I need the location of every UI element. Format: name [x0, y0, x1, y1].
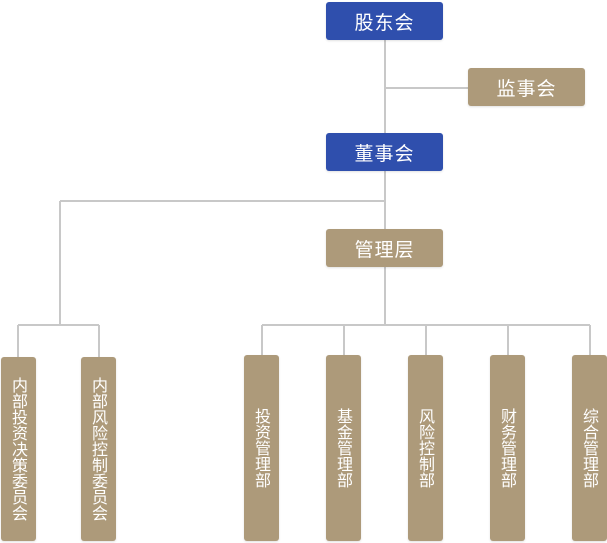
dept-investment-management-node: 投资管理部	[244, 355, 279, 541]
management-node: 管理层	[326, 229, 443, 267]
dept-risk-control-node: 风险控制部	[408, 355, 443, 541]
shareholders-meeting-node: 股东会	[326, 2, 443, 40]
dept-fund-management-node: 基金管理部	[326, 355, 361, 541]
committee-risk-control-node: 内部风险控制委员会	[81, 357, 116, 541]
dept-finance-management-node: 财务管理部	[490, 355, 525, 541]
dept-general-management-node: 综合管理部	[572, 355, 607, 541]
board-of-directors-node: 董事会	[326, 133, 443, 171]
committee-investment-decision-node: 内部投资决策委员会	[1, 357, 36, 541]
supervisory-board-node: 监事会	[468, 68, 585, 106]
